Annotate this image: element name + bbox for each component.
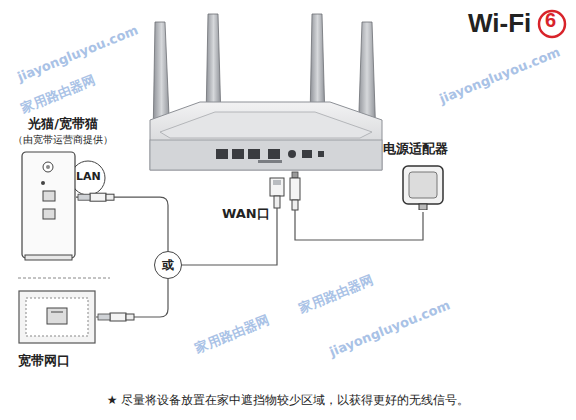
ethernet-plug <box>270 178 284 208</box>
network-cable <box>76 197 168 251</box>
power-plug <box>290 172 300 210</box>
device-node: 或 <box>154 251 182 279</box>
or-circle: 或 <box>154 251 182 279</box>
ethernet-plug <box>98 313 134 321</box>
modem-body <box>21 151 76 261</box>
device-node: 电源适配器 <box>383 140 463 210</box>
callout-circle <box>71 161 105 195</box>
device-heading: 宽带网口 <box>18 352 98 370</box>
wall-socket <box>18 290 96 344</box>
device-heading: 光猫/宽带猫 <box>8 115 118 133</box>
router-ports <box>216 149 324 159</box>
watermark: 家用路由器网 <box>193 311 272 357</box>
device-heading: 电源适配器 <box>383 140 463 158</box>
wifi-logo-number: 6 <box>545 9 556 32</box>
device-note: （由宽带运营商提供） <box>8 133 118 147</box>
watermark: jiayongluyou.com <box>327 297 452 359</box>
or-text: 或 <box>162 257 174 274</box>
power-cable <box>295 210 423 240</box>
device-node: 光猫/宽带猫（由宽带运营商提供） <box>8 115 118 261</box>
wifi-logo: Wi-Fi <box>468 8 531 39</box>
port-label: WAN口 <box>222 205 270 223</box>
watermark: jiayongluyou.com <box>437 44 562 106</box>
network-cable <box>96 279 168 317</box>
watermark: 家用路由器网 <box>297 271 376 317</box>
caption: ★ 尽量将设备放置在家中遮挡物较少区域，以获得更好的无线信号。 <box>0 392 576 409</box>
router-body <box>150 102 382 170</box>
power-adapter <box>399 160 447 210</box>
ethernet-plug <box>78 193 114 201</box>
port-label: LAN <box>76 170 101 183</box>
watermark: jiayongluyou.com <box>15 22 140 84</box>
device-node: 宽带网口 <box>18 290 98 370</box>
